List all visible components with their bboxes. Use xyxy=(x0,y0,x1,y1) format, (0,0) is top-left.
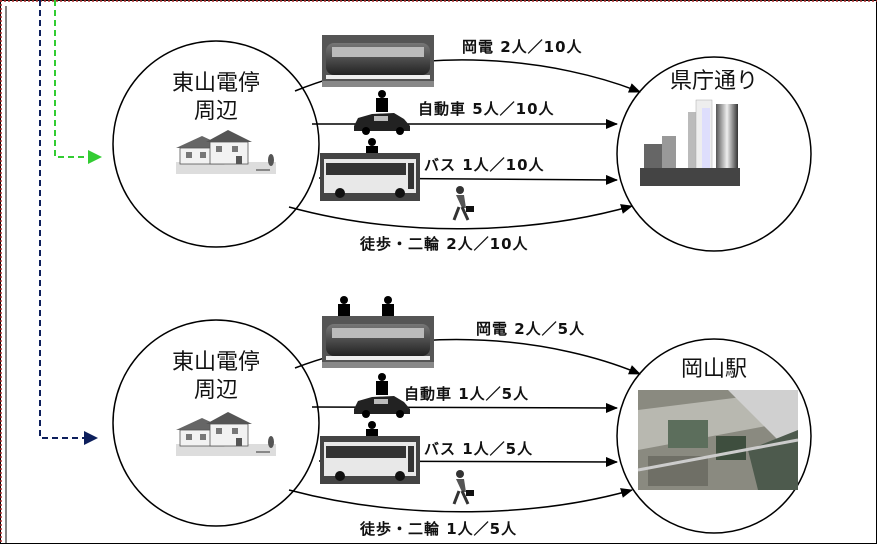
diagram-2 xyxy=(112,296,812,534)
flow-arrow-walk xyxy=(288,204,633,230)
destination-title: 県庁通り xyxy=(669,69,758,94)
bus-icon xyxy=(320,436,420,484)
origin-title-line1: 東山電停 xyxy=(171,71,260,96)
origin-title: 東山電停 周辺 xyxy=(166,349,266,405)
driver-person-icon xyxy=(376,373,388,395)
mode-label-tram: 岡電 2人／10人 xyxy=(462,38,583,56)
walker-icon xyxy=(452,470,474,505)
tram-passengers-icon xyxy=(338,296,394,316)
driver-person-icon xyxy=(376,90,388,112)
mode-label-bus: バス 1人／5人 xyxy=(424,440,534,458)
mode-label-walk: 徒歩・二輪 2人／10人 xyxy=(360,235,529,253)
origin-title: 東山電停 周辺 xyxy=(166,70,266,126)
navy-dashed-connector xyxy=(39,0,84,439)
origin-title-line2: 周辺 xyxy=(193,378,238,403)
bus-passenger-icon xyxy=(366,138,378,156)
green-arrow-head xyxy=(88,150,102,164)
walker-icon xyxy=(452,186,474,221)
diagram-1 xyxy=(112,35,812,252)
mode-label-bus: バス 1人／10人 xyxy=(424,156,545,174)
navy-arrow-head xyxy=(84,431,98,445)
origin-title-line2: 周辺 xyxy=(193,99,238,124)
house-icon xyxy=(176,412,276,456)
tram-icon xyxy=(322,35,434,87)
house-icon xyxy=(176,130,276,174)
flow-arrow-walk xyxy=(288,488,633,513)
origin-title-line1: 東山電停 xyxy=(171,350,260,375)
bus-passenger-icon xyxy=(366,421,378,439)
city-skyline-icon xyxy=(640,99,740,186)
car-icon xyxy=(354,396,410,418)
bus-icon xyxy=(320,153,420,201)
green-dashed-connector xyxy=(54,0,100,158)
destination-title: 岡山駅 xyxy=(680,357,747,382)
station-aerial-icon xyxy=(637,390,799,490)
car-icon xyxy=(354,113,410,135)
tram-icon xyxy=(322,316,434,368)
mode-label-car: 自動車 1人／5人 xyxy=(404,385,530,403)
mode-label-tram: 岡電 2人／5人 xyxy=(476,320,586,338)
mode-label-walk: 徒歩・二輪 1人／5人 xyxy=(360,520,518,538)
mode-label-car: 自動車 5人／10人 xyxy=(418,100,555,118)
destination-circle xyxy=(616,56,812,252)
